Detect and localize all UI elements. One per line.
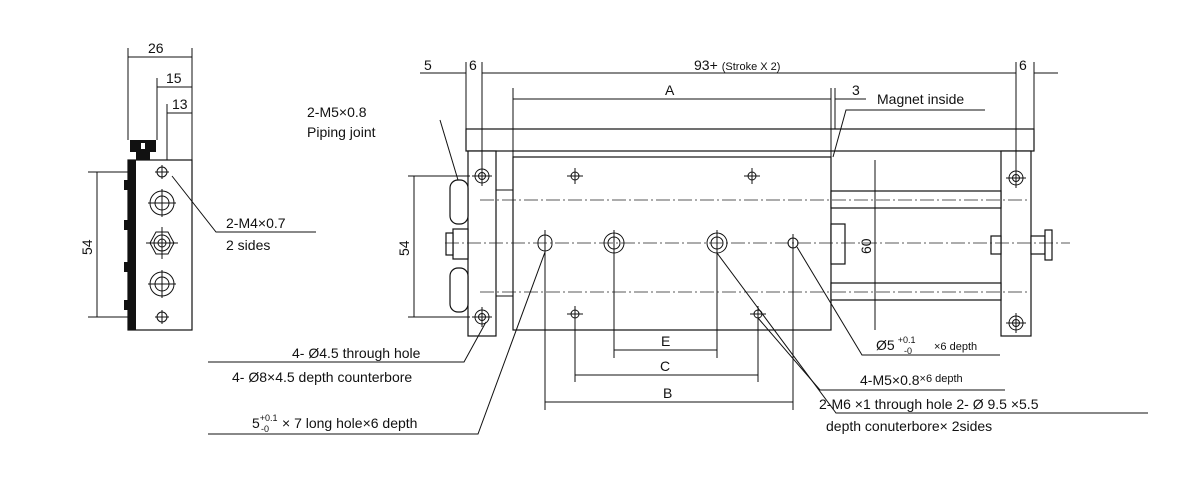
long-hole-tol-lower: -0 bbox=[261, 424, 269, 434]
side-view-slot-strip bbox=[124, 140, 156, 330]
phi5-label: Ø5+0.1-0 ×6 depth bbox=[876, 335, 977, 356]
long-hole-label: 5+0.1-0 × 7 long hole×6 depth bbox=[252, 413, 417, 434]
phi5-tol-upper: +0.1 bbox=[898, 335, 916, 345]
dim-e: E bbox=[661, 333, 670, 349]
end-plate-holes bbox=[472, 166, 1026, 333]
dim-a: A bbox=[665, 82, 675, 98]
m6-label: 2-M6 ×1 through hole 2- Ø 9.5 ×5.5 bbox=[819, 396, 1039, 412]
side-dim-13: 13 bbox=[172, 96, 188, 112]
long-hole-prefix: 5 bbox=[252, 415, 260, 431]
side-tap-leader bbox=[171, 175, 316, 233]
side-tap-sides-label: 2 sides bbox=[226, 237, 270, 253]
side-dim-15: 15 bbox=[166, 70, 182, 86]
m5-suffix: ×6 depth bbox=[920, 373, 963, 385]
side-view-ports bbox=[146, 165, 178, 324]
phi5-suffix: ×6 depth bbox=[934, 341, 977, 353]
side-view: 26 15 13 54 2-M4×0.7 2 sides bbox=[79, 40, 316, 331]
front-view: 5 6 93+(Stroke X 2) 6 A 3 Magnet inside … bbox=[208, 57, 1148, 435]
m6-label-2: depth conuterbore× 2sides bbox=[826, 418, 992, 434]
dim-right-6: 6 bbox=[1019, 57, 1027, 73]
piping-label-2: Piping joint bbox=[307, 124, 376, 140]
piping-label: 2-M5×0.8 bbox=[307, 104, 367, 120]
dim-3: 3 bbox=[852, 82, 860, 98]
long-hole-tol-upper: +0.1 bbox=[260, 413, 278, 423]
dim-height-54: 54 bbox=[396, 240, 412, 256]
dim-b: B bbox=[663, 385, 672, 401]
rod-end bbox=[990, 229, 1053, 261]
side-width-dim: 26 bbox=[148, 40, 164, 56]
dim-total-suffix: (Stroke X 2) bbox=[722, 61, 781, 73]
m5-label: 4-M5×0.8×6 depth bbox=[860, 372, 963, 388]
long-hole-suffix: × 7 long hole×6 depth bbox=[282, 415, 417, 431]
piping-joints bbox=[445, 179, 469, 313]
m5-prefix: 4-M5×0.8 bbox=[860, 372, 920, 388]
phi5-tol-lower: -0 bbox=[904, 346, 912, 356]
dim-total-value: 93+ bbox=[694, 57, 718, 73]
dim-c: C bbox=[660, 358, 670, 374]
dim-height-60: 60 bbox=[858, 238, 874, 254]
side-tap-label: 2-M4×0.7 bbox=[226, 215, 286, 231]
top-plate bbox=[465, 128, 1035, 152]
dim-left-5: 5 bbox=[424, 57, 432, 73]
magnet-label: Magnet inside bbox=[877, 91, 964, 107]
side-view-body bbox=[127, 159, 193, 331]
phi5-prefix: Ø5 bbox=[876, 337, 895, 353]
dim-total: 93+ (Stroke X 2) bbox=[694, 57, 780, 73]
through-hole-label: 4- Ø4.5 through hole bbox=[292, 345, 421, 361]
front-dimensions bbox=[208, 62, 1148, 435]
side-view-dimensions bbox=[88, 48, 193, 318]
side-height-dim: 54 bbox=[79, 239, 95, 255]
counterbore-label: 4- Ø8×4.5 depth counterbore bbox=[232, 369, 412, 385]
guide-rods bbox=[830, 190, 1002, 301]
dim-left-6: 6 bbox=[469, 57, 477, 73]
cylinder-body bbox=[512, 156, 832, 331]
body-holes bbox=[537, 168, 799, 322]
